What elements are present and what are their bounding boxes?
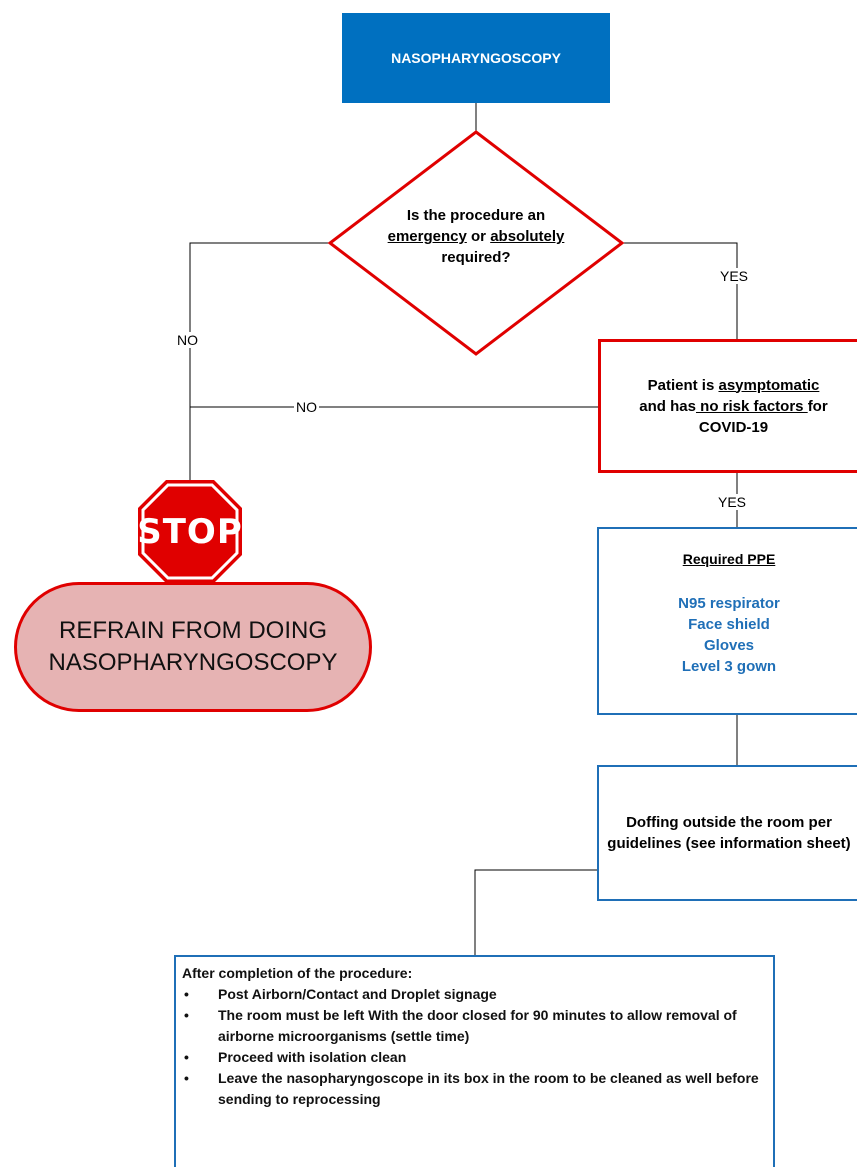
after-procedure-box: After completion of the procedure: • Post…: [174, 955, 775, 1167]
decision-line3: required?: [441, 249, 511, 266]
ppe-item: Face shield: [688, 616, 770, 633]
stop-label: STOP: [137, 511, 243, 552]
risk-for: for: [807, 397, 828, 415]
doffing-text: Doffing outside the room per guidelines …: [607, 814, 851, 852]
edge-label-yes: YES: [718, 268, 751, 284]
risk-prefix: Patient is: [647, 376, 719, 394]
decision-line2: emergency or absolutely: [360, 226, 592, 247]
bullet-icon: •: [184, 1007, 189, 1023]
ppe-title: Required PPE: [682, 551, 776, 567]
risk-asymptomatic: asymptomatic: [718, 376, 820, 394]
bullet-icon: •: [184, 986, 189, 1002]
start-node: NASOPHARYNGOSCOPY: [342, 13, 610, 103]
ppe-item: Gloves: [703, 637, 755, 654]
decision-emergency: emergency: [387, 228, 467, 245]
decision-absolutely: absolutely: [490, 228, 565, 245]
list-item: • Proceed with isolation clean: [182, 1047, 767, 1068]
refrain-line1: REFRAIN FROM DOING: [59, 617, 327, 644]
after-item-text: Leave the nasopharyngoscope in its box i…: [218, 1070, 759, 1107]
decision-or: or: [466, 228, 491, 245]
refrain-line2: NASOPHARYNGOSCOPY: [48, 649, 338, 676]
list-item: • Post Airborn/Contact and Droplet signag…: [182, 984, 767, 1005]
stop-sign-icon: [138, 480, 242, 583]
edge-label-no: NO: [175, 332, 200, 348]
ppe-item: N95 respirator: [678, 595, 780, 612]
ppe-item: Level 3 gown: [681, 658, 777, 675]
decision-diamond: [327, 130, 625, 356]
risk-covid: COVID-19: [698, 418, 769, 436]
after-item-text: Post Airborn/Contact and Droplet signage: [218, 986, 497, 1002]
edge-label-no-second: NO: [294, 399, 319, 415]
edge-label-yes-second: YES: [716, 494, 749, 510]
doffing-box: Doffing outside the room per guidelines …: [597, 765, 857, 901]
bullet-icon: •: [184, 1070, 189, 1086]
risk-check-box: Patient is asymptomatic and has no risk …: [598, 339, 857, 473]
after-item-text: The room must be left With the door clos…: [218, 1007, 737, 1044]
decision-line1: Is the procedure an: [406, 207, 546, 224]
after-list: • Post Airborn/Contact and Droplet signag…: [182, 984, 767, 1110]
refrain-terminal: REFRAIN FROM DOING NASOPHARYNGOSCOPY: [14, 582, 372, 712]
after-heading: After completion of the procedure:: [182, 965, 413, 981]
after-item-text: Proceed with isolation clean: [218, 1049, 407, 1065]
risk-and-has: and has: [639, 397, 696, 415]
start-label: NASOPHARYNGOSCOPY: [391, 50, 561, 66]
risk-no-risk-factors: no risk factors: [695, 397, 808, 415]
list-item: • Leave the nasopharyngoscope in its box …: [182, 1068, 767, 1110]
risk-line2: and has no risk factors for: [639, 396, 827, 417]
risk-line1: Patient is asymptomatic: [639, 375, 827, 396]
bullet-icon: •: [184, 1049, 189, 1065]
list-item: • The room must be left With the door clo…: [182, 1005, 767, 1047]
decision-text: Is the procedure an emergency or absolut…: [360, 205, 592, 268]
ppe-list: N95 respirator Face shield Gloves Level …: [599, 593, 857, 677]
required-ppe-box: Required PPE N95 respirator Face shield …: [597, 527, 857, 715]
